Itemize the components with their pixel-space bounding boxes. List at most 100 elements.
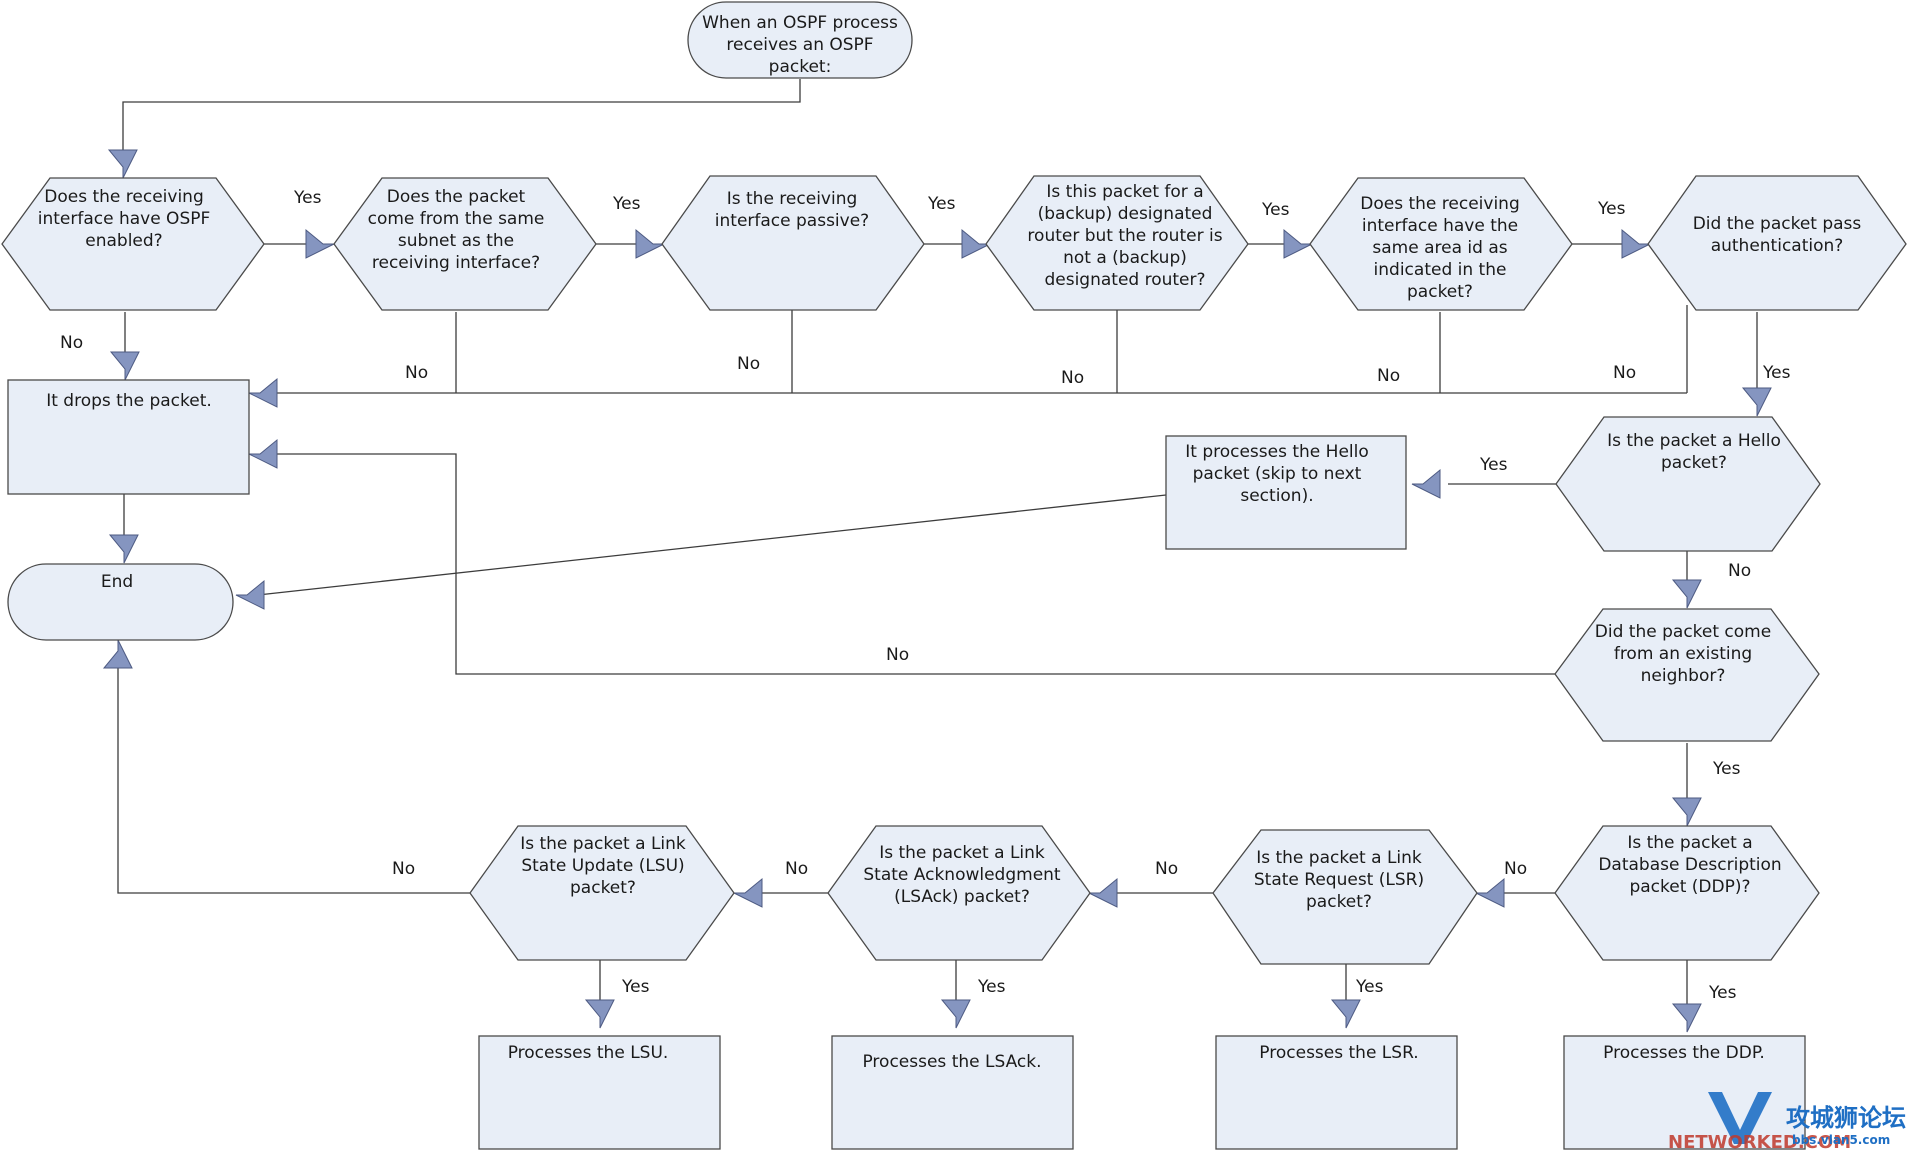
- node-text-line: Is the receiving: [727, 189, 858, 209]
- node-text-line: packet (DDP)?: [1629, 877, 1750, 897]
- node-text-line: State Request (LSR): [1254, 870, 1424, 890]
- arrowhead: [635, 228, 665, 259]
- arrowhead: [1475, 877, 1505, 908]
- node-text-line: Is the packet a: [1627, 833, 1752, 853]
- node-text-line: It drops the packet.: [46, 391, 212, 411]
- watermark: 攻城狮论坛 NETWORKED.COM bbs.vlan5.com: [1668, 1092, 1906, 1152]
- label-hello-no: No: [1728, 561, 1751, 581]
- label-lsack-no: No: [785, 859, 808, 879]
- node-text-line: packet (skip to next: [1193, 464, 1362, 484]
- label-area-no: No: [1377, 366, 1400, 386]
- node-text-line: neighbor?: [1641, 666, 1726, 686]
- node-text-line: Processes the DDP.: [1603, 1043, 1765, 1063]
- node-text-line: interface passive?: [715, 211, 869, 231]
- label-passive-yes: Yes: [927, 194, 956, 214]
- node-text-line: Did the packet pass: [1693, 214, 1862, 234]
- arrowhead: [1088, 877, 1118, 908]
- label-lsack-yes: Yes: [977, 977, 1006, 997]
- process-hello: [1165, 435, 1407, 550]
- arrowhead: [305, 228, 335, 259]
- label-designated-no: No: [1061, 368, 1084, 388]
- arrowhead: [1671, 1003, 1702, 1033]
- process-drops-packet: [7, 379, 250, 495]
- node-text-line: packet:: [769, 57, 832, 77]
- decision-lsack: [827, 825, 1091, 961]
- label-ddp-yes: Yes: [1708, 983, 1737, 1003]
- arrowhead: [248, 377, 278, 408]
- label-auth-yes: Yes: [1762, 363, 1791, 383]
- arrowhead: [235, 579, 265, 610]
- arrowhead: [248, 438, 278, 469]
- label-auth-no: No: [1613, 363, 1636, 383]
- node-text-line: receives an OSPF: [726, 35, 873, 55]
- node-text-line: When an OSPF process: [702, 13, 898, 33]
- edge-hello-to-end: [257, 494, 1167, 596]
- arrowhead: [1411, 468, 1441, 499]
- node-text-line: enabled?: [85, 231, 162, 251]
- node-text-line: Processes the LSU.: [508, 1043, 669, 1063]
- arrowhead: [733, 877, 763, 908]
- arrowhead: [1283, 228, 1313, 259]
- node-text-line: (LSAck) packet?: [894, 887, 1030, 907]
- decision-authentication: [1647, 175, 1907, 311]
- decision-area-id: [1309, 177, 1573, 311]
- label-area-yes: Yes: [1597, 199, 1626, 219]
- label-designated-yes: Yes: [1261, 200, 1290, 220]
- decision-same-subnet: [333, 177, 597, 311]
- node-text-line: Did the packet come: [1595, 622, 1771, 642]
- arrowhead: [940, 999, 971, 1029]
- decision-lsr: [1212, 829, 1478, 965]
- node-text-line: from an existing: [1614, 644, 1752, 664]
- lsr-proc-text: Processes the LSR.: [1259, 1043, 1418, 1063]
- node-text-line: Does the packet: [387, 187, 526, 207]
- decision-ddp: [1554, 825, 1820, 961]
- node-text-line: packet?: [570, 878, 636, 898]
- label-hello-yes: Yes: [1479, 455, 1508, 475]
- arrowhead: [1621, 228, 1651, 259]
- label-ospf-yes: Yes: [293, 188, 322, 208]
- node-text-line: Is the packet a Hello: [1607, 431, 1781, 451]
- arrowhead: [1671, 797, 1702, 827]
- label-neighbor-yes: Yes: [1712, 759, 1741, 779]
- node-text-line: come from the same: [368, 209, 545, 229]
- label-ddp-no: No: [1504, 859, 1527, 879]
- connectors: [117, 79, 1758, 1008]
- node-text-line: (backup) designated: [1038, 204, 1213, 224]
- node-text-line: designated router?: [1044, 270, 1205, 290]
- node-text-line: Database Description: [1598, 855, 1781, 875]
- decision-ospf-enabled: [1, 177, 265, 311]
- node-text-line: interface have the: [1362, 216, 1518, 236]
- decision-hello: [1555, 416, 1821, 552]
- end-terminator: [7, 563, 234, 641]
- node-text-line: same area id as: [1372, 238, 1507, 258]
- node-text-line: router but the router is: [1027, 226, 1222, 246]
- lsu-proc-text: Processes the LSU.: [508, 1043, 669, 1063]
- node-text-line: interface have OSPF: [38, 209, 211, 229]
- node-text-line: subnet as the: [398, 231, 514, 251]
- label-passive-no: No: [737, 354, 760, 374]
- node-text-line: authentication?: [1711, 236, 1844, 256]
- watermark-site-small: bbs.vlan5.com: [1792, 1133, 1890, 1147]
- node-text-line: Is the packet a Link: [1256, 848, 1422, 868]
- node-text-line: packet?: [1306, 892, 1372, 912]
- node-text-line: packet?: [1407, 282, 1473, 302]
- arrowhead: [108, 534, 139, 564]
- label-ospf-no: No: [60, 333, 83, 353]
- label-subnet-yes: Yes: [612, 194, 641, 214]
- node-text-line: receiving interface?: [372, 253, 540, 273]
- label-lsr-no: No: [1155, 859, 1178, 879]
- decision-passive: [661, 175, 925, 311]
- end-text: End: [101, 572, 133, 592]
- node-text-line: not a (backup): [1063, 248, 1187, 268]
- node-text-line: packet?: [1661, 453, 1727, 473]
